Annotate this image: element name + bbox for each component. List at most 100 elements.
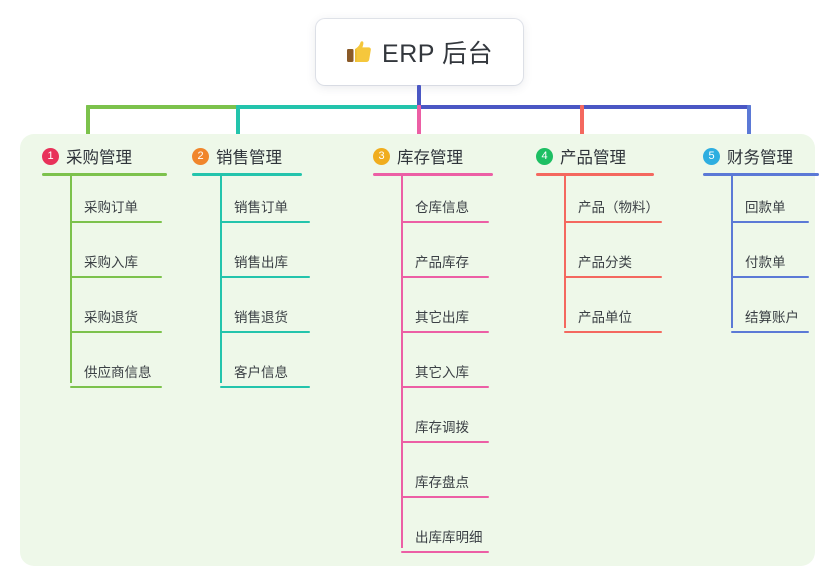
module-item-label: 产品单位: [578, 310, 632, 325]
module-spine: [401, 173, 403, 548]
module-title: 库存管理: [397, 149, 463, 167]
module-item[interactable]: 库存盘点: [401, 471, 489, 498]
module-item[interactable]: 出库库明细: [401, 526, 489, 553]
module-item-rule: [70, 276, 162, 278]
module-item-rule: [401, 221, 489, 223]
root-title: ERP 后台: [382, 40, 493, 68]
module-item[interactable]: 采购退货: [70, 306, 162, 333]
module-item[interactable]: 产品（物料）: [564, 196, 662, 223]
module-header-产品管理[interactable]: 4 产品管理: [536, 144, 626, 168]
drop-connector-3: [417, 105, 421, 136]
module-item[interactable]: 产品库存: [401, 251, 489, 278]
module-header-采购管理[interactable]: 1 采购管理: [42, 144, 132, 168]
module-item-label: 库存盘点: [415, 475, 469, 490]
module-item-rule: [220, 386, 310, 388]
module-item-label: 采购退货: [84, 310, 138, 325]
module-title: 产品管理: [560, 149, 626, 167]
module-item[interactable]: 其它入库: [401, 361, 489, 388]
module-item[interactable]: 库存调拨: [401, 416, 489, 443]
module-item-label: 仓库信息: [415, 200, 469, 215]
module-number-badge: 1: [42, 147, 59, 165]
module-item-rule: [70, 386, 162, 388]
module-item-rule: [220, 331, 310, 333]
bus-segment-green: [86, 105, 238, 109]
module-item-label: 客户信息: [234, 365, 288, 380]
module-spine: [220, 173, 222, 383]
module-header-rule: [536, 173, 654, 176]
module-item-label: 采购订单: [84, 200, 138, 215]
module-header-rule: [703, 173, 819, 176]
module-item[interactable]: 销售退货: [220, 306, 310, 333]
module-header-rule: [42, 173, 167, 176]
module-header-rule: [192, 173, 302, 176]
root-node[interactable]: ERP 后台: [316, 19, 523, 85]
module-number-badge: 4: [536, 147, 553, 165]
drop-connector-1: [86, 105, 90, 136]
module-item[interactable]: 付款单: [731, 251, 809, 278]
drop-connector-5: [747, 105, 751, 136]
module-item-label: 出库库明细: [415, 530, 483, 545]
module-number-badge: 3: [373, 147, 390, 165]
module-item[interactable]: 结算账户: [731, 306, 809, 333]
modules-board: 1 采购管理采购订单采购入库采购退货供应商信息 2 销售管理销售订单销售出库销售退货客…: [20, 134, 819, 566]
module-item-label: 产品分类: [578, 255, 632, 270]
module-item[interactable]: 回款单: [731, 196, 809, 223]
module-item-rule: [564, 331, 662, 333]
module-item[interactable]: 采购订单: [70, 196, 162, 223]
module-item-label: 结算账户: [745, 310, 799, 325]
module-item-rule: [731, 221, 809, 223]
module-spine: [70, 173, 72, 383]
module-title: 采购管理: [66, 149, 132, 167]
module-number-badge: 5: [703, 147, 720, 165]
module-item-rule: [731, 276, 809, 278]
bus-segment-teal: [236, 105, 419, 109]
module-item[interactable]: 销售订单: [220, 196, 310, 223]
module-item-label: 其它出库: [415, 310, 469, 325]
module-item-rule: [401, 386, 489, 388]
module-item-label: 销售出库: [234, 255, 288, 270]
module-item[interactable]: 产品单位: [564, 306, 662, 333]
module-item-label: 其它入库: [415, 365, 469, 380]
module-item-label: 产品（物料）: [578, 200, 659, 215]
module-item-rule: [220, 276, 310, 278]
module-item-rule: [401, 276, 489, 278]
module-item-rule: [220, 221, 310, 223]
bus-segment-blue: [417, 105, 751, 109]
module-item[interactable]: 供应商信息: [70, 361, 162, 388]
trunk-connector: [417, 85, 421, 107]
module-header-财务管理[interactable]: 5 财务管理: [703, 144, 793, 168]
thumbs-up-icon: [346, 40, 372, 64]
module-item-label: 销售订单: [234, 200, 288, 215]
module-item-rule: [401, 551, 489, 553]
module-header-库存管理[interactable]: 3 库存管理: [373, 144, 463, 168]
module-item[interactable]: 采购入库: [70, 251, 162, 278]
drop-connector-4: [580, 105, 584, 136]
module-item-rule: [401, 496, 489, 498]
module-title: 财务管理: [727, 149, 793, 167]
drop-connector-2: [236, 105, 240, 136]
module-item[interactable]: 产品分类: [564, 251, 662, 278]
module-item-rule: [401, 331, 489, 333]
module-item-rule: [401, 441, 489, 443]
module-item-label: 库存调拨: [415, 420, 469, 435]
module-item-rule: [731, 331, 809, 333]
module-item[interactable]: 客户信息: [220, 361, 310, 388]
module-item-label: 采购入库: [84, 255, 138, 270]
module-item[interactable]: 其它出库: [401, 306, 489, 333]
module-item-label: 回款单: [745, 200, 786, 215]
module-title: 销售管理: [216, 149, 282, 167]
module-item[interactable]: 仓库信息: [401, 196, 489, 223]
module-item[interactable]: 销售出库: [220, 251, 310, 278]
module-spine: [564, 173, 566, 328]
module-item-label: 付款单: [745, 255, 786, 270]
module-item-rule: [564, 221, 662, 223]
module-spine: [731, 173, 733, 328]
module-item-rule: [564, 276, 662, 278]
module-number-badge: 2: [192, 147, 209, 165]
module-item-label: 销售退货: [234, 310, 288, 325]
module-item-rule: [70, 221, 162, 223]
module-header-rule: [373, 173, 493, 176]
module-header-销售管理[interactable]: 2 销售管理: [192, 144, 282, 168]
module-item-label: 供应商信息: [84, 365, 152, 380]
